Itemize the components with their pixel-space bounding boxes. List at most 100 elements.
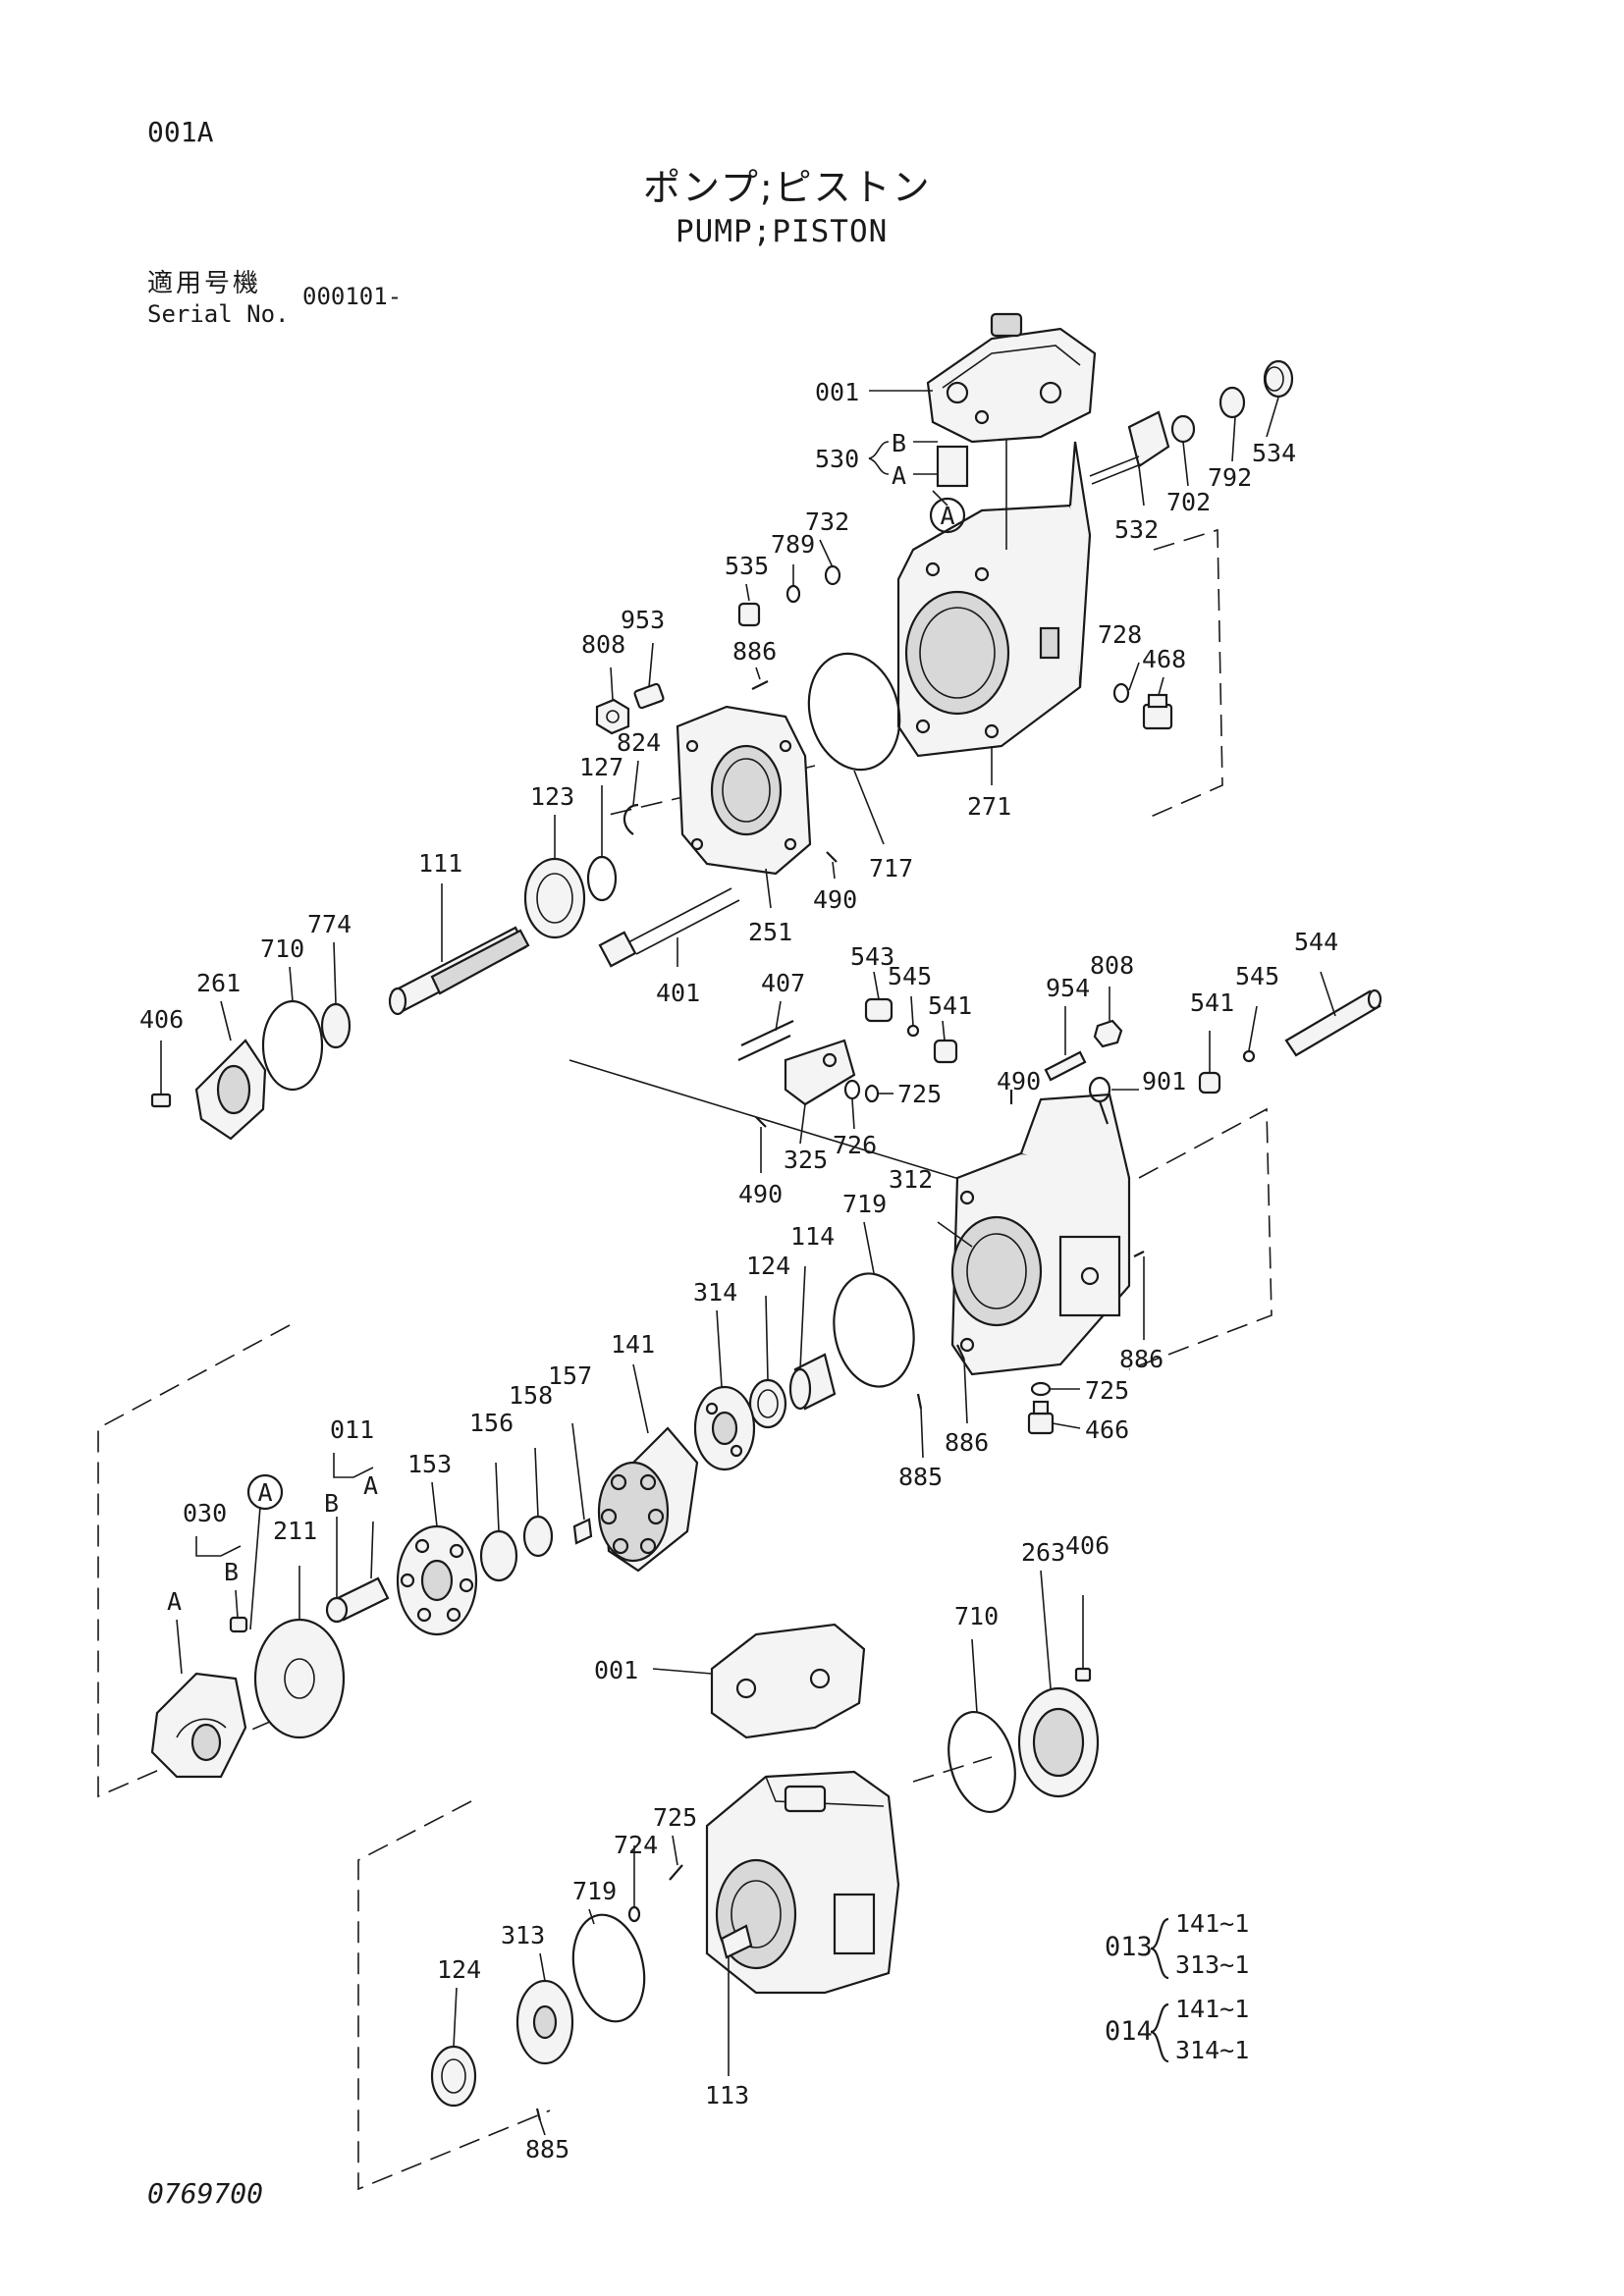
callout-789: 789 <box>771 530 815 559</box>
callout-885-upper: 885 <box>898 1463 943 1491</box>
part-312-valve-block <box>950 1093 1131 1376</box>
part-774-oil-seal <box>320 1002 352 1049</box>
callout-544: 544 <box>1294 928 1338 956</box>
callout-490-lower: 490 <box>738 1180 783 1208</box>
part-030-pin <box>229 1616 248 1633</box>
kit-014-item-1: 141~1 <box>1175 1995 1249 2023</box>
part-211-shoe-plate <box>253 1618 346 1739</box>
callout-141: 141 <box>611 1330 655 1359</box>
callout-313: 313 <box>501 1921 545 1949</box>
part-113-drive-shaft <box>720 1924 753 1959</box>
part-717-oring <box>807 652 901 772</box>
callout-490-middle: 490 <box>997 1067 1041 1095</box>
callout-114: 114 <box>790 1222 835 1251</box>
part-313-valve-plate <box>515 1979 574 2065</box>
callout-261: 261 <box>196 969 241 997</box>
title-japanese: ポンプ;ピストン <box>643 166 932 209</box>
callout-251: 251 <box>748 918 792 946</box>
part-123-roller-bearing <box>523 857 586 939</box>
part-490-pin-b <box>755 1116 767 1128</box>
callout-808-upper: 808 <box>581 630 625 659</box>
part-263-seal-cover <box>1017 1686 1100 1798</box>
drawing-number: 0769700 <box>147 2177 264 2210</box>
part-725-oring <box>864 1084 880 1103</box>
callout-535: 535 <box>725 552 769 580</box>
callout-725-upper: 725 <box>897 1080 942 1108</box>
part-702-oring <box>1170 414 1196 444</box>
callout-124-upper: 124 <box>746 1252 790 1280</box>
callout-123: 123 <box>530 782 574 811</box>
part-141-cylinder-block <box>597 1426 699 1573</box>
part-544-stopper <box>1284 988 1382 1057</box>
callout-710-upper: 710 <box>260 934 304 963</box>
callout-886-right: 886 <box>1119 1345 1164 1373</box>
part-728-oring <box>1112 682 1130 704</box>
callout-490-upper: 490 <box>813 885 857 914</box>
callout-325: 325 <box>784 1146 828 1174</box>
part-725-oring-b <box>1030 1381 1052 1397</box>
part-725-oring-c <box>669 1864 683 1881</box>
part-886-pin-c <box>956 1344 965 1361</box>
part-030-swash-plate <box>150 1672 247 1779</box>
callout-011-a: A <box>363 1471 378 1500</box>
part-314-valve-plate <box>693 1385 756 1471</box>
callout-312: 312 <box>889 1165 933 1194</box>
serial-label-japanese: 適用号機 <box>147 269 262 298</box>
callout-792: 792 <box>1208 463 1252 492</box>
callout-717: 717 <box>869 854 913 882</box>
callout-113: 113 <box>705 2081 749 2109</box>
callout-030-b: B <box>224 1558 239 1586</box>
part-954-setscrew <box>1044 1050 1087 1082</box>
callout-530-a: A <box>892 461 906 490</box>
callout-011-b: B <box>324 1489 339 1518</box>
part-953-setscrew <box>633 682 665 710</box>
kit-013-brace <box>1150 1917 1169 1980</box>
callout-545-left: 545 <box>888 962 932 990</box>
part-541-seat-b <box>1198 1071 1221 1095</box>
part-534-cap <box>1263 359 1294 399</box>
callout-710-lower: 710 <box>954 1602 999 1630</box>
callout-726: 726 <box>833 1131 877 1159</box>
callout-719-lower: 719 <box>572 1877 617 1905</box>
part-535-plug <box>737 602 761 627</box>
part-719-oring-b <box>571 1913 646 2023</box>
part-532-adjust-screw <box>1089 410 1170 485</box>
part-261-seal-cover <box>194 1039 267 1141</box>
part-001-regulator-b <box>710 1623 866 1739</box>
part-127-spacer <box>586 855 618 902</box>
part-124-needle-bearing-b <box>430 2045 477 2108</box>
part-792-ring <box>1218 386 1246 419</box>
callout-725-lower: 725 <box>653 1803 697 1832</box>
serial-value: 000101- <box>302 283 403 310</box>
callout-466: 466 <box>1085 1415 1129 1444</box>
part-114-spline-coupling <box>788 1353 837 1411</box>
part-406-screw <box>150 1093 172 1108</box>
callout-030: 030 <box>183 1499 227 1527</box>
callout-030-a: A <box>167 1587 182 1616</box>
callout-724: 724 <box>614 1831 658 1859</box>
callout-314: 314 <box>693 1278 737 1307</box>
callout-circle-a-upper <box>929 497 966 534</box>
callout-158: 158 <box>509 1381 553 1410</box>
callout-circle-a-upper-label: A <box>940 502 954 530</box>
callout-886-upper: 886 <box>732 637 777 666</box>
callout-156: 156 <box>469 1409 514 1437</box>
callout-702: 702 <box>1166 488 1211 516</box>
kit-013-item-2: 313~1 <box>1175 1950 1249 1979</box>
callout-725-middle: 725 <box>1085 1376 1129 1405</box>
part-406-screw-b <box>1074 1667 1092 1682</box>
callout-407: 407 <box>761 969 805 997</box>
callout-468: 468 <box>1142 645 1186 673</box>
callout-011: 011 <box>330 1415 374 1444</box>
part-726-oring <box>843 1079 861 1100</box>
part-157-spring <box>572 1518 593 1545</box>
callout-circle-a-lower <box>246 1473 284 1511</box>
part-490-pin <box>826 851 838 863</box>
serial-label-english: Serial No. <box>147 300 290 328</box>
part-885-pin <box>916 1393 923 1410</box>
callout-labels: 001 530 B A 534 792 702 532 732 789 535 … <box>139 378 1338 2163</box>
part-001-regulator <box>926 312 1097 444</box>
part-124-needle-bearing <box>748 1378 787 1429</box>
callout-111: 111 <box>418 849 462 878</box>
callout-808-lower: 808 <box>1090 951 1134 980</box>
